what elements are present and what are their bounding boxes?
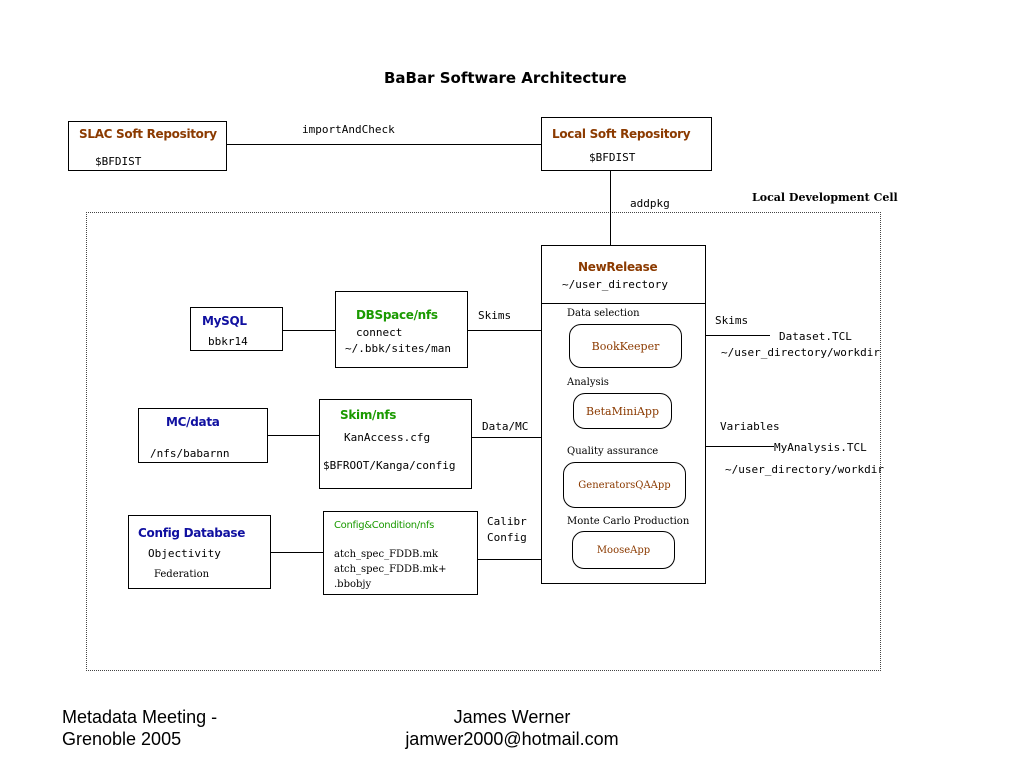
local-development-cell (86, 212, 881, 671)
config-database-line1: Objectivity (148, 547, 221, 560)
slac-repository-var: $BFDIST (95, 155, 142, 168)
skims-link-label: Skims (478, 309, 512, 322)
skim-title: Skim/nfs (340, 408, 397, 422)
generatorsqaapp-box: GeneratorsQAApp (563, 462, 686, 508)
new-release-body: Data selection BookKeeper Analysis BetaM… (541, 303, 706, 584)
slac-repository-box: SLAC Soft Repository $BFDIST (68, 121, 227, 171)
mooseapp-box: MooseApp (572, 531, 675, 569)
new-release-header: NewRelease ~/user_directory (541, 245, 706, 304)
config-condition-line3: .bbobjy (334, 579, 372, 590)
variables-output-file: MyAnalysis.TCL (774, 441, 867, 454)
skim-line2: $BFROOT/Kanga/config (323, 459, 456, 472)
skims-output-label: Skims (715, 314, 749, 327)
variables-output-link (706, 446, 774, 447)
mooseapp-label: MooseApp (596, 545, 651, 556)
skim-line1: KanAccess.cfg (344, 431, 431, 444)
new-release-title: NewRelease (578, 260, 658, 274)
config-condition-title: Config&Condition/nfs (334, 520, 435, 531)
config-database-line2: Federation (154, 569, 210, 580)
mysql-host: bbkr14 (208, 335, 248, 348)
section-monte-carlo: Monte Carlo Production (567, 516, 690, 527)
skims-link (468, 330, 541, 331)
variables-output-dir: ~/user_directory/workdir (725, 463, 884, 476)
mysql-box: MySQL bbkr14 (190, 307, 283, 351)
generatorsqaapp-label: GeneratorsQAApp (578, 480, 671, 491)
dbspace-line1: connect (356, 326, 403, 339)
footer-left-line1: Metadata Meeting - (62, 707, 218, 727)
footer-left: Metadata Meeting - Grenoble 2005 (62, 706, 217, 750)
cell-label: Local Development Cell (752, 191, 898, 204)
data-mc-link (472, 437, 541, 438)
bookkeeper-label: BookKeeper (591, 340, 660, 353)
addpkg-link (610, 171, 611, 245)
bookkeeper-box: BookKeeper (569, 324, 682, 368)
mc-data-title: MC/data (166, 415, 220, 429)
local-repository-title: Local Soft Repository (552, 127, 691, 141)
skim-box: Skim/nfs KanAccess.cfg $BFROOT/Kanga/con… (319, 399, 472, 489)
mysql-title: MySQL (202, 314, 247, 328)
footer-right: James Werner jamwer2000@hotmail.com (392, 706, 632, 750)
slac-repository-title: SLAC Soft Repository (79, 127, 217, 141)
config-condition-box: Config&Condition/nfs atch_spec_FDDB.mk a… (323, 511, 478, 595)
skims-output-dir: ~/user_directory/workdir (721, 346, 880, 359)
diagram-title: BaBar Software Architecture (384, 69, 627, 87)
config-condition-line2: atch_spec_FDDB.mk+ (334, 564, 447, 575)
dbspace-box: DBSpace/nfs connect ~/.bbk/sites/man (335, 291, 468, 368)
calib-link (478, 559, 541, 560)
footer-right-line2: jamwer2000@hotmail.com (405, 729, 619, 749)
mysql-link (283, 330, 335, 331)
addpkg-label: addpkg (630, 197, 670, 210)
betaminiapp-label: BetaMiniApp (586, 405, 659, 418)
section-data-selection: Data selection (567, 308, 640, 319)
section-quality-assurance: Quality assurance (567, 446, 659, 457)
skims-output-link (706, 335, 770, 336)
config-condition-line1: atch_spec_FDDB.mk (334, 549, 439, 560)
import-link (227, 144, 541, 145)
dbspace-title: DBSpace/nfs (356, 308, 438, 322)
new-release-dir: ~/user_directory (562, 278, 668, 291)
import-label: importAndCheck (302, 123, 395, 136)
config-database-title: Config Database (138, 526, 246, 540)
section-analysis: Analysis (567, 377, 609, 388)
local-repository-var: $BFDIST (589, 151, 636, 164)
config-label: Config (487, 531, 527, 544)
calib-label: Calibr (487, 515, 527, 528)
config-database-box: Config Database Objectivity Federation (128, 515, 271, 589)
mc-data-path: /nfs/babarnn (150, 447, 230, 460)
footer-right-line1: James Werner (453, 707, 571, 727)
local-repository-box: Local Soft Repository $BFDIST (541, 117, 712, 171)
footer-left-line2: Grenoble 2005 (62, 729, 182, 749)
variables-output-label: Variables (720, 420, 780, 433)
data-mc-label: Data/MC (482, 420, 529, 433)
dbspace-line2: ~/.bbk/sites/man (345, 342, 451, 355)
mc-data-link (268, 435, 319, 436)
betaminiapp-box: BetaMiniApp (573, 393, 672, 429)
mc-data-box: MC/data /nfs/babarnn (138, 408, 268, 463)
skims-output-file: Dataset.TCL (779, 330, 852, 343)
config-db-link (271, 552, 323, 553)
